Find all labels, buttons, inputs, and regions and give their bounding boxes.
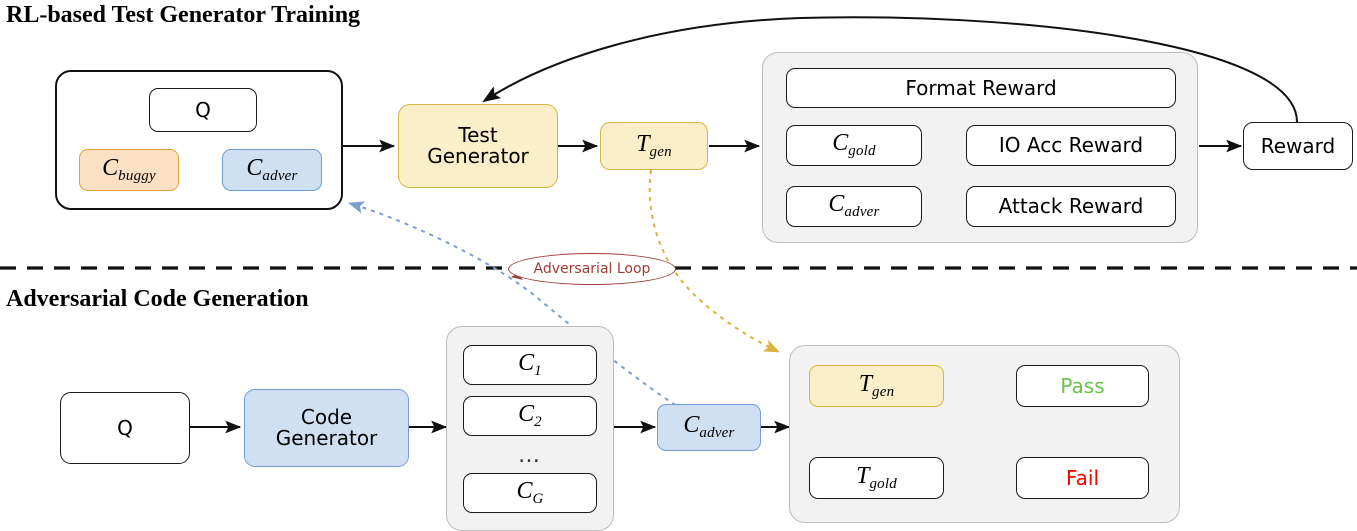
candidate-cg-label: CG (516, 477, 544, 507)
test-generator-line2: Generator (427, 144, 529, 168)
test-generator-box[interactable]: Test Generator (398, 104, 558, 188)
section-title-top: RL-based Test Generator Training (6, 2, 361, 28)
code-generator-line1: Code (300, 405, 353, 429)
section-title-bottom: Adversarial Code Generation (6, 286, 309, 312)
code-buggy-label: Cbuggy (102, 154, 156, 184)
c-gold-box: Cgold (786, 125, 922, 166)
question-box-top: Q (149, 88, 257, 132)
question-box-bottom: Q (60, 392, 190, 464)
adversarial-loop-label: Adversarial Loop (508, 253, 676, 285)
t-gen-label-eval: Tgen (858, 370, 895, 400)
candidate-c1-label: C1 (518, 349, 542, 379)
fail-box: Fail (1016, 457, 1149, 499)
candidate-c2-label: C2 (518, 400, 542, 430)
candidate-c1-box: C1 (463, 345, 597, 385)
reward-box: Reward (1243, 122, 1353, 170)
test-generator-line1: Test (458, 123, 498, 147)
code-generator-line2: Generator (275, 426, 378, 450)
t-gold-label: Tgold (856, 462, 897, 492)
attack-reward-box: Attack Reward (966, 186, 1176, 227)
candidate-ellipsis: … (518, 442, 542, 468)
code-generator-box[interactable]: Code Generator (244, 389, 409, 467)
io-acc-reward-box: IO Acc Reward (966, 125, 1176, 166)
code-adver-label-bottom: Cadver (683, 412, 735, 442)
candidate-cg-box: CG (463, 473, 597, 513)
c-adver-box-reward: Cadver (786, 186, 922, 227)
format-reward-box: Format Reward (786, 68, 1176, 108)
code-adver-box-top: Cadver (222, 149, 322, 191)
c-adver-label-reward: Cadver (828, 191, 880, 221)
t-gen-box-eval: Tgen (809, 365, 944, 407)
arrow-loop-yellow-tgen-to-eval (648, 169, 780, 353)
t-gold-box: Tgold (809, 457, 944, 499)
c-gold-label: Cgold (832, 130, 876, 160)
t-gen-label-top: Tgen (636, 130, 672, 160)
code-buggy-box: Cbuggy (79, 149, 179, 191)
code-adver-label-top: Cadver (246, 154, 298, 184)
pass-box: Pass (1016, 365, 1149, 407)
candidate-c2-box: C2 (463, 396, 597, 436)
code-adver-box-bottom: Cadver (657, 404, 761, 451)
t-gen-box-top: Tgen (600, 122, 708, 170)
